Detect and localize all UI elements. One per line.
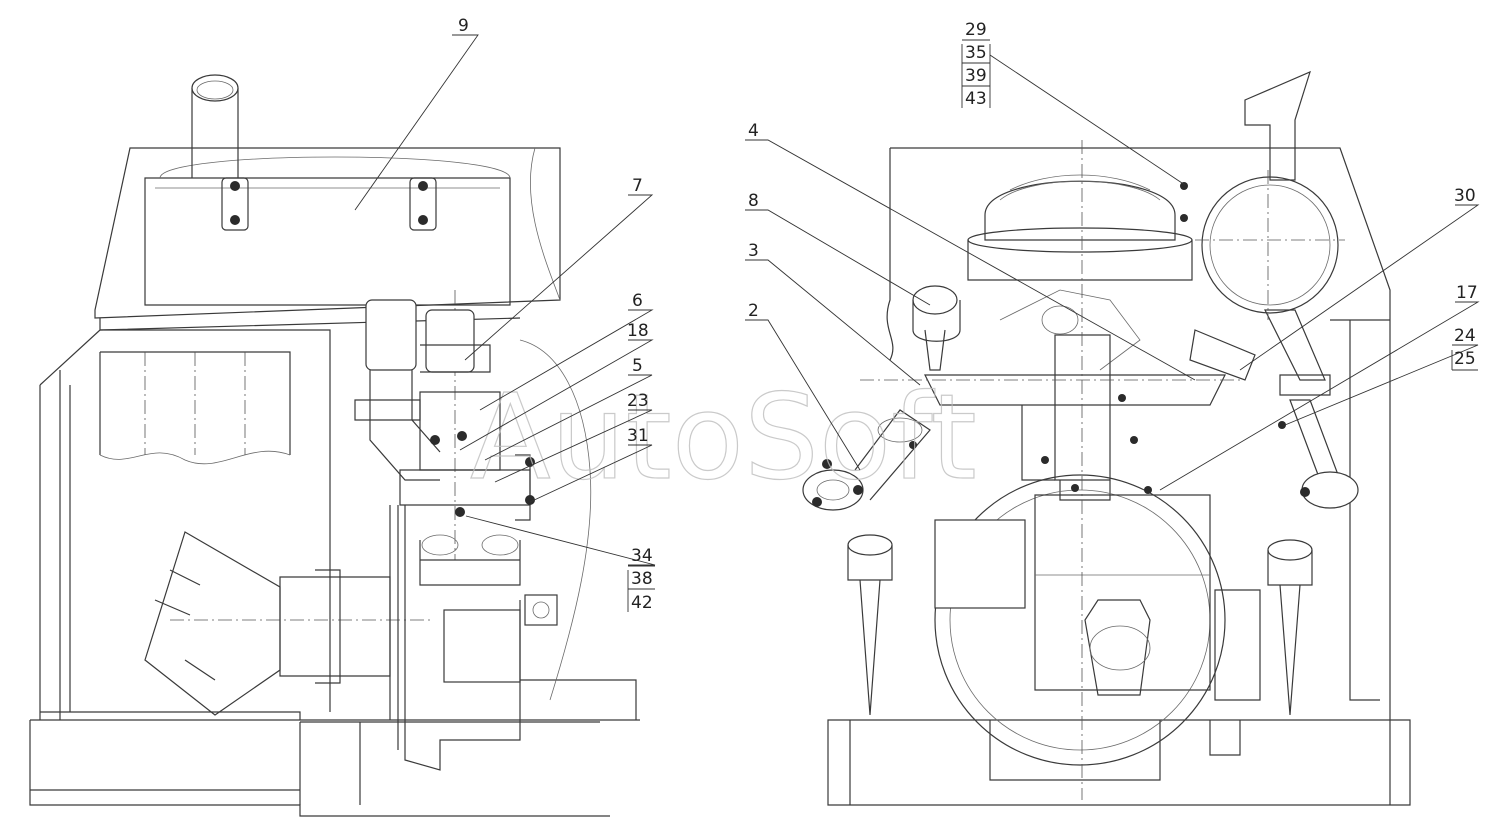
callout-5: 5 — [632, 356, 643, 376]
callout-43: 43 — [965, 89, 987, 109]
left-view — [29, 74, 640, 817]
callout-2: 2 — [748, 301, 759, 321]
callout-3: 3 — [748, 241, 759, 261]
callout-29: 29 — [965, 20, 987, 40]
callout-4: 4 — [748, 121, 759, 141]
callout-23: 23 — [627, 391, 649, 411]
callout-24: 24 — [1454, 326, 1476, 346]
callout-39: 39 — [965, 66, 987, 86]
callout-8: 8 — [748, 191, 759, 211]
callout-18: 18 — [627, 321, 649, 341]
callout-9: 9 — [458, 16, 469, 36]
callouts: 9 7 6 18 5 23 31 34 38 42 29 35 39 43 4 … — [458, 16, 1478, 613]
callout-25: 25 — [1454, 349, 1476, 369]
callout-17: 17 — [1456, 283, 1478, 303]
right-view — [802, 70, 1411, 806]
callout-34: 34 — [631, 546, 653, 566]
callout-30: 30 — [1454, 186, 1476, 206]
leader-lines — [354, 34, 1480, 566]
callout-35: 35 — [965, 43, 987, 63]
callout-7: 7 — [632, 176, 643, 196]
callout-31: 31 — [627, 426, 649, 446]
watermark-text: AutoSoft — [470, 368, 977, 506]
callout-6: 6 — [632, 291, 643, 311]
callout-38: 38 — [631, 569, 653, 589]
callout-42: 42 — [631, 593, 653, 613]
